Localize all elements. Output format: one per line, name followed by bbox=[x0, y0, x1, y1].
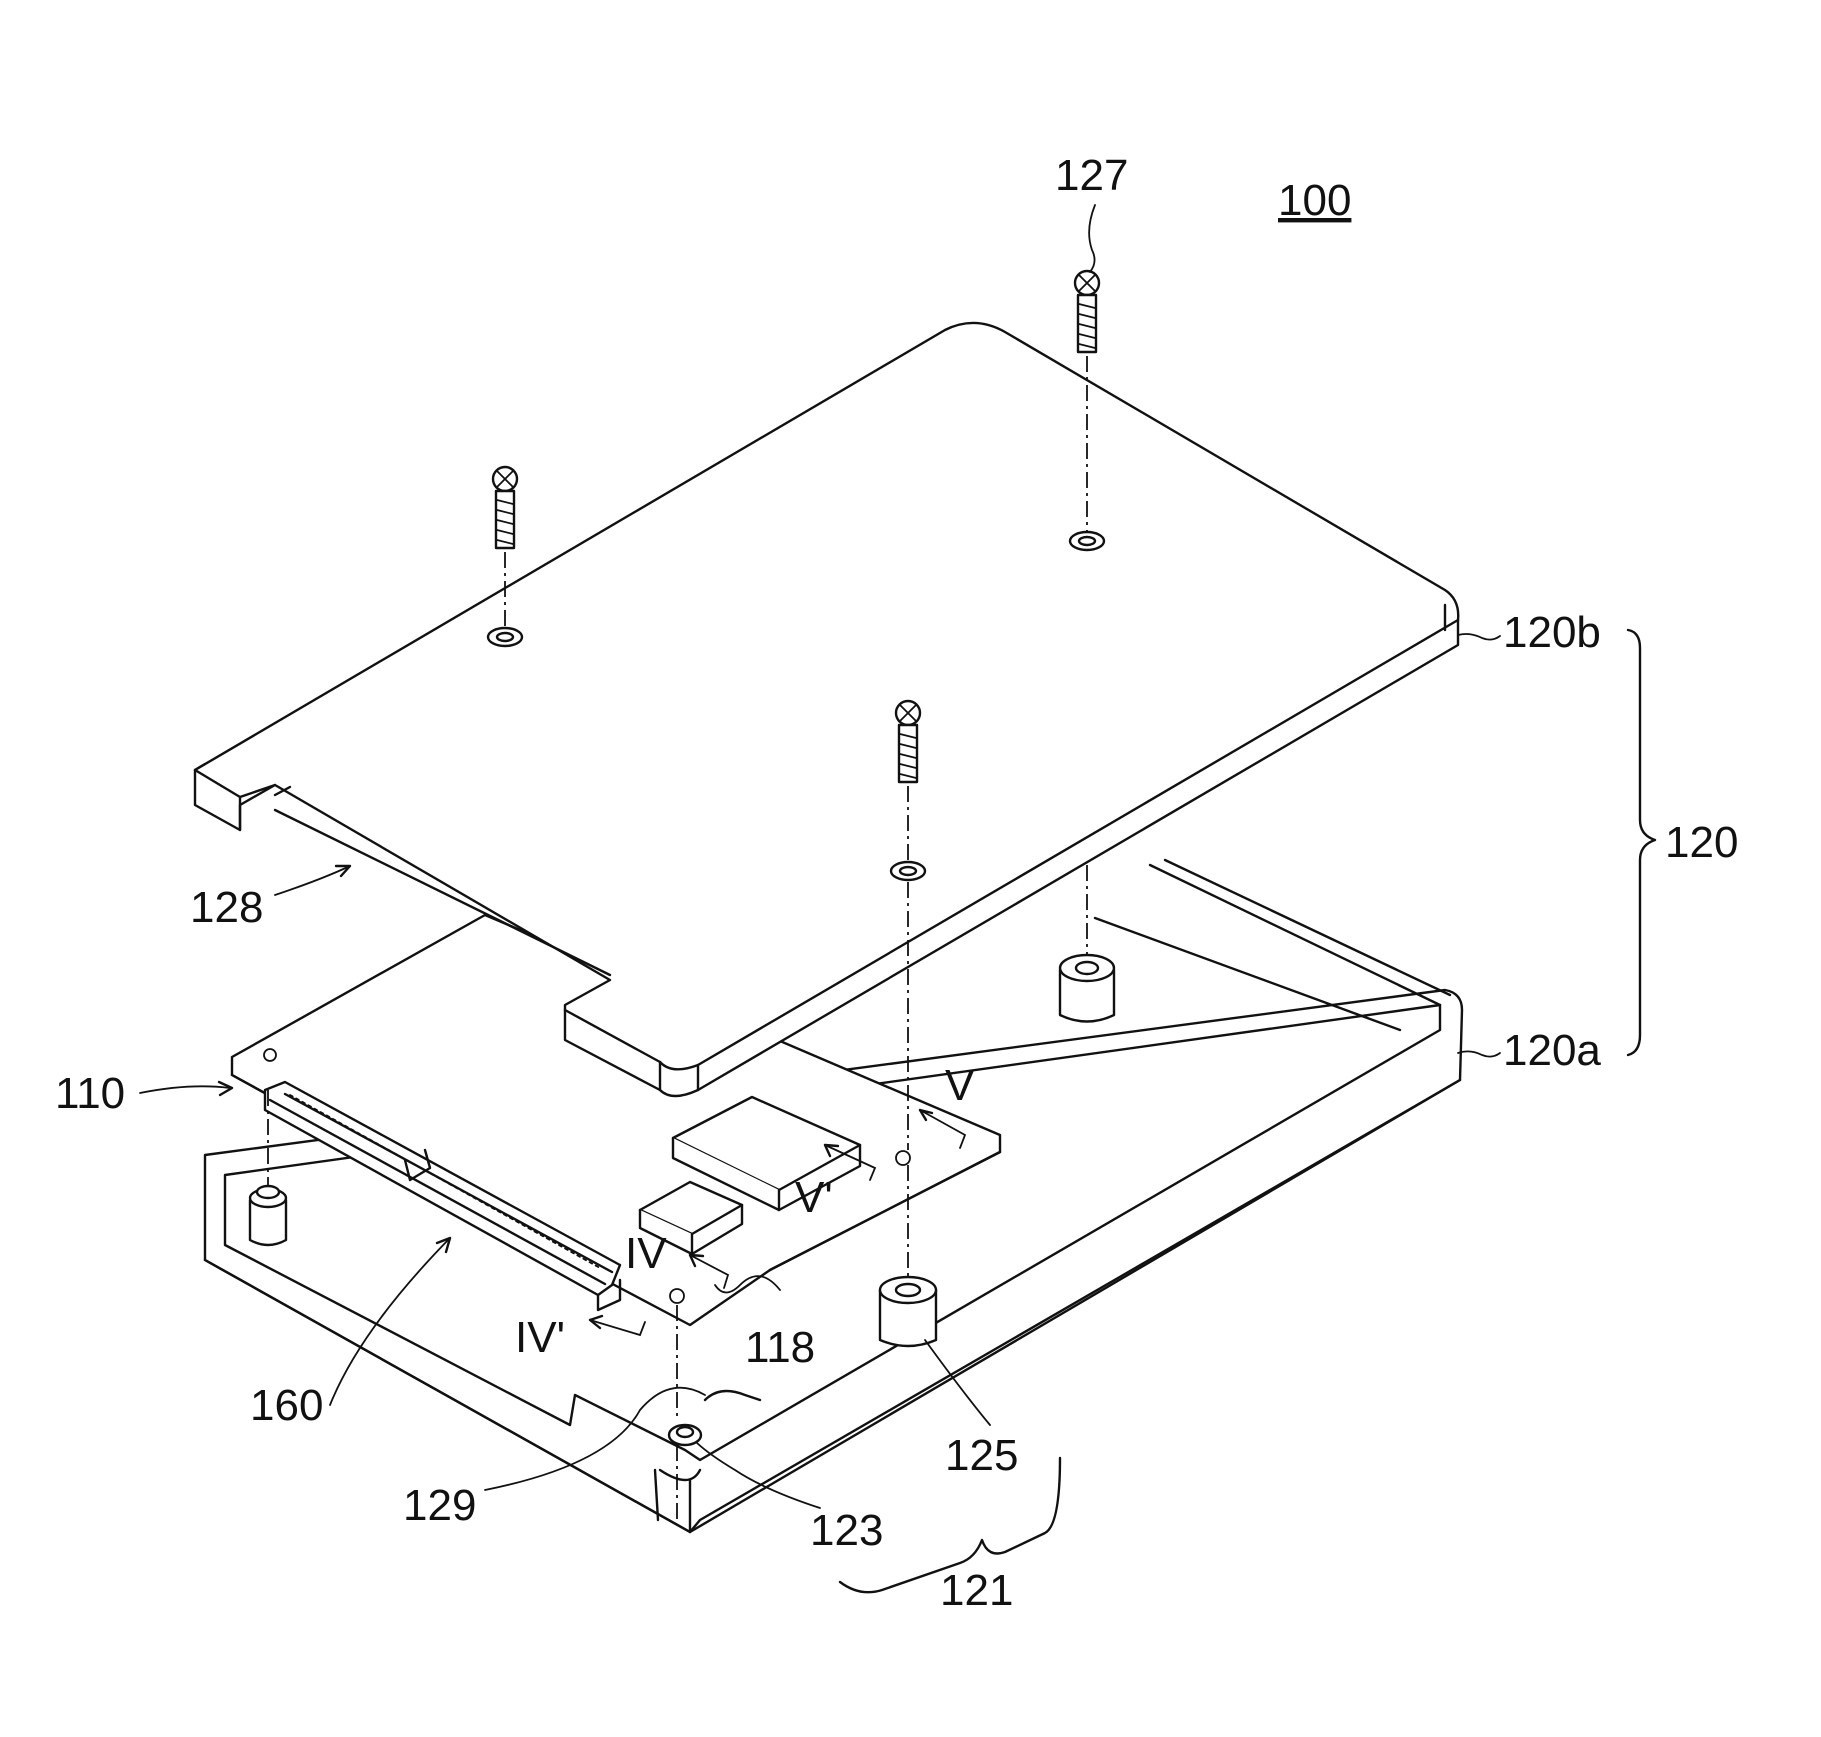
label-V: V bbox=[945, 1061, 975, 1110]
label-121: 121 bbox=[940, 1566, 1013, 1615]
label-127: 127 bbox=[1055, 151, 1128, 200]
boss-rear bbox=[1060, 955, 1114, 1022]
label-118: 118 bbox=[745, 1323, 815, 1372]
label-IV-prime: IV' bbox=[515, 1313, 565, 1362]
brace-120 bbox=[1628, 630, 1655, 1055]
label-120b: 120b bbox=[1503, 608, 1601, 657]
label-125: 125 bbox=[945, 1431, 1018, 1480]
screw-center bbox=[896, 701, 920, 782]
label-123: 123 bbox=[810, 1506, 883, 1555]
label-129: 129 bbox=[403, 1481, 476, 1530]
figure-title: 100 bbox=[1278, 176, 1351, 225]
label-120: 120 bbox=[1665, 818, 1738, 867]
screw-right bbox=[1075, 271, 1099, 352]
label-160: 160 bbox=[250, 1381, 323, 1430]
label-120a: 120a bbox=[1503, 1026, 1601, 1075]
boss-123 bbox=[669, 1425, 701, 1445]
label-V-prime: V' bbox=[795, 1173, 833, 1222]
boss-left bbox=[250, 1186, 286, 1245]
label-110: 110 bbox=[55, 1069, 125, 1118]
boss-125 bbox=[880, 1277, 936, 1346]
label-IV: IV bbox=[625, 1229, 667, 1278]
screw-left bbox=[493, 467, 517, 548]
label-128: 128 bbox=[190, 883, 263, 932]
